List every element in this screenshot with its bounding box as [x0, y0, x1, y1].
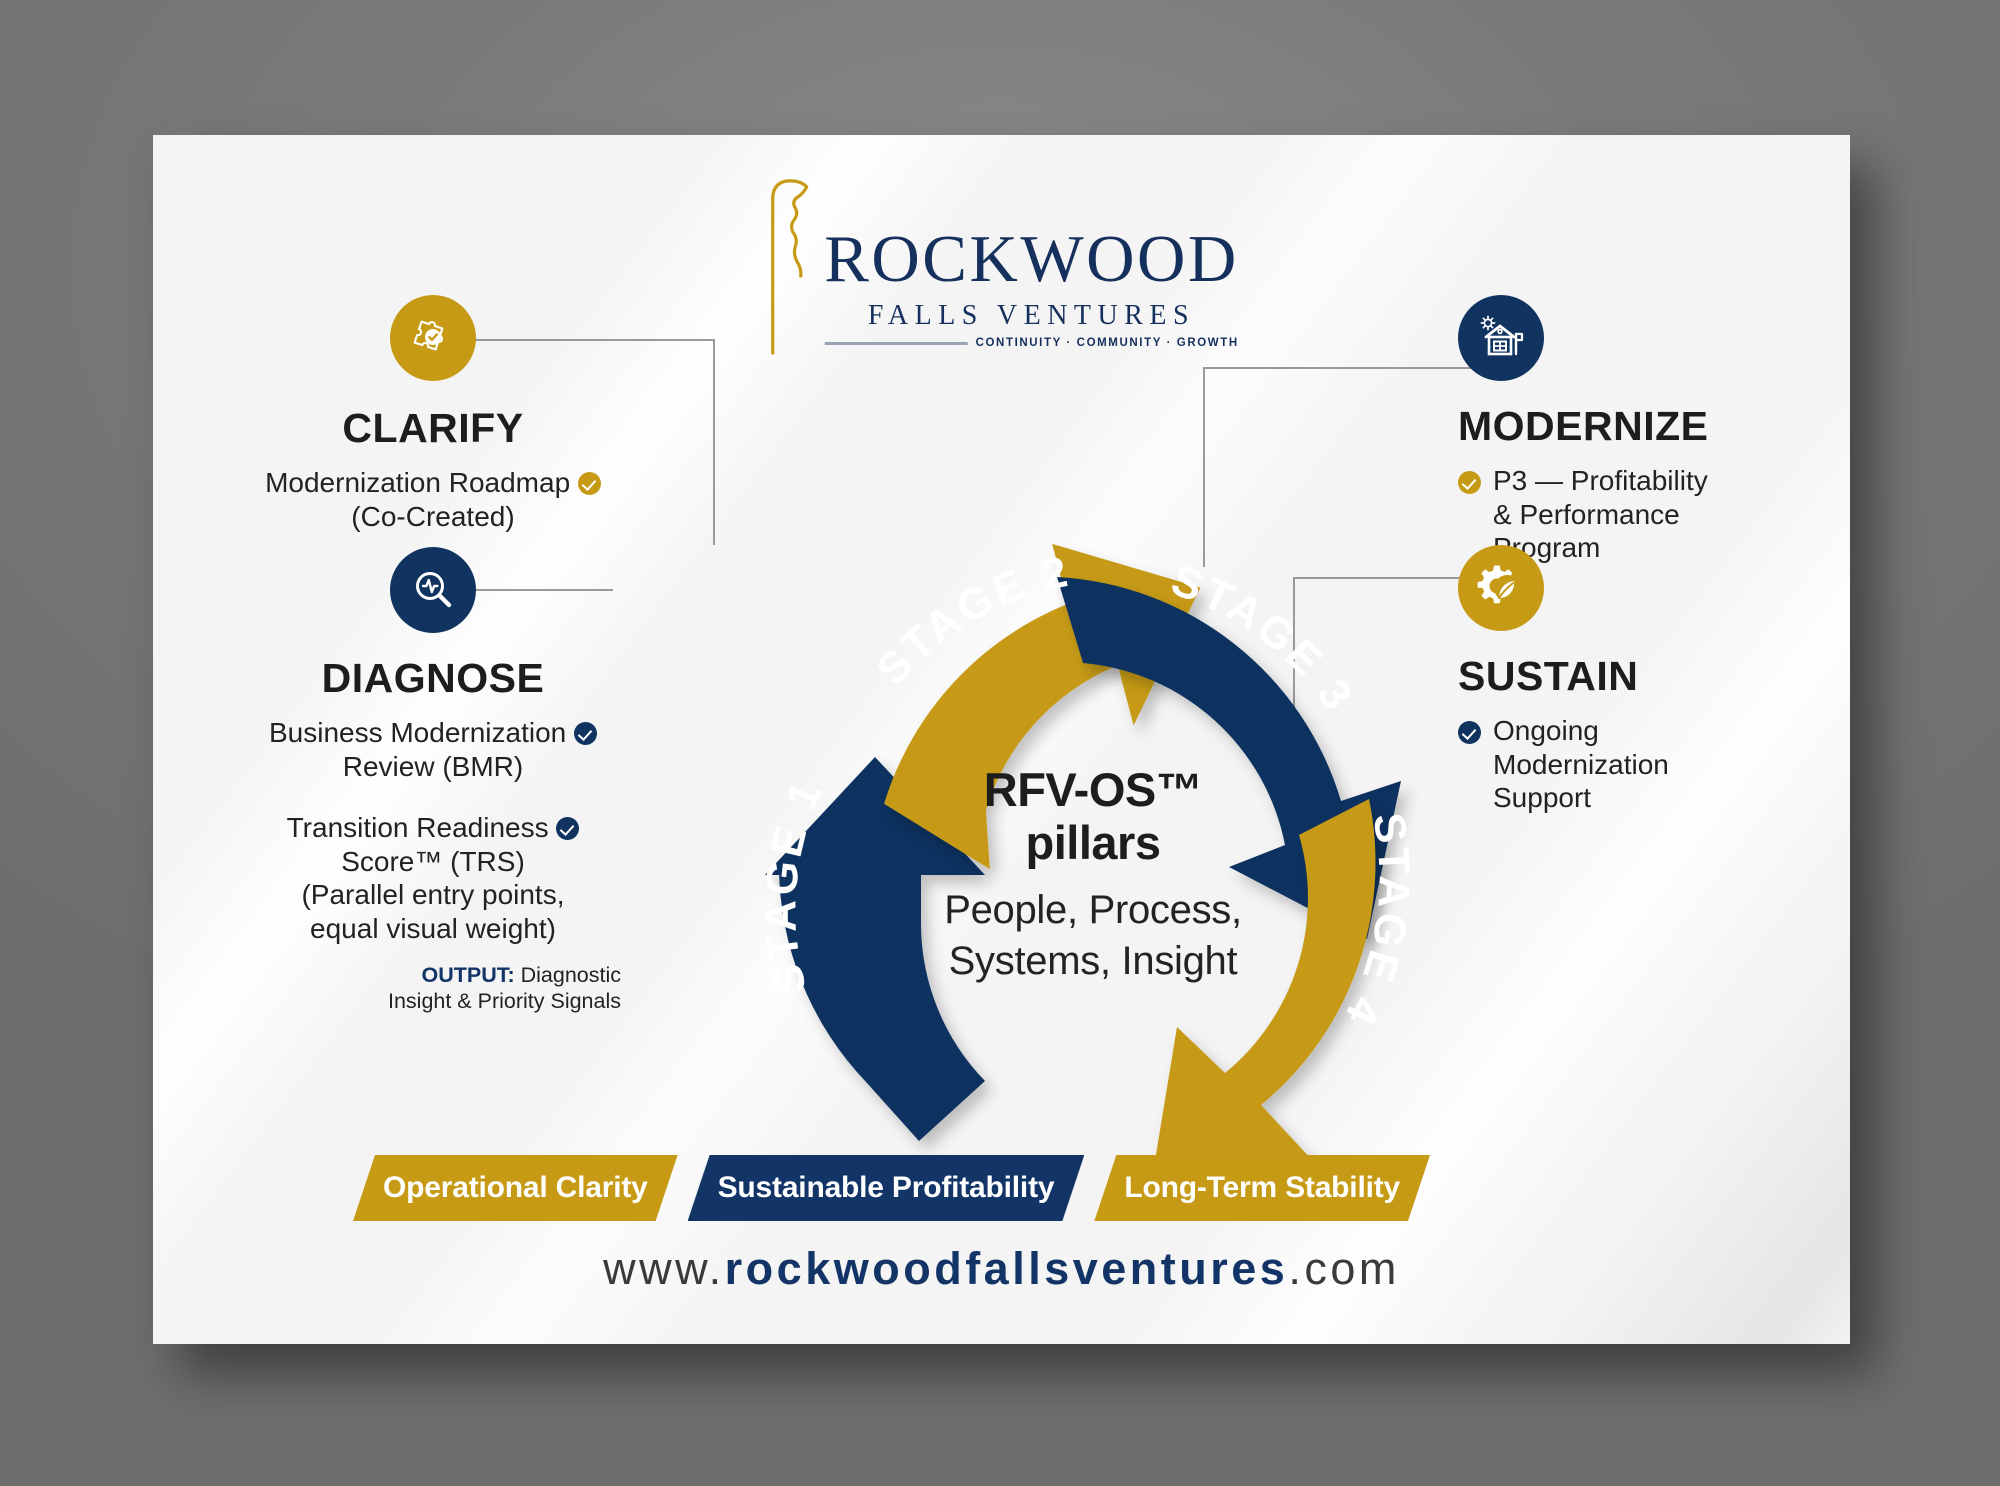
ribbon-long-term-stability[interactable]: Long-Term Stability [1094, 1155, 1430, 1221]
diagnose-output-text2: Insight & Priority Signals [387, 989, 621, 1014]
block-diagnose: DIAGNOSE Business Modernization Review (… [173, 547, 693, 1015]
logo-divider-rule [824, 341, 968, 345]
diagnose-icon-badge [390, 547, 476, 633]
clarify-icon-badge [390, 295, 476, 381]
modernize-icon-badge [1458, 295, 1544, 381]
block-modernize: MODERNIZE P3 — Profitability & Performan… [1458, 295, 1818, 565]
diagnose-output-text1: Diagnostic [514, 962, 621, 987]
diagnose-item2-line3: (Parallel entry points, [301, 879, 565, 911]
ribbon-operational-clarity[interactable]: Operational Clarity [353, 1155, 678, 1221]
url-prefix: www. [603, 1243, 725, 1294]
puzzle-check-icon [413, 320, 444, 351]
sustain-line3: Support [1493, 782, 1592, 814]
diagnose-item1-line2: Review (BMR) [342, 750, 524, 782]
clarify-check-icon [577, 472, 601, 495]
url-suffix: .com [1288, 1243, 1400, 1294]
diagnose-output-label: OUTPUT: [421, 962, 515, 987]
brand-tagline: CONTINUITY · COMMUNITY · GROWTH [975, 337, 1239, 349]
sustain-check-icon [1458, 721, 1481, 744]
brand-subtitle: FALLS VENTURES [867, 300, 1196, 331]
brand-name: ROCKWOOD [824, 222, 1239, 296]
sustain-line2: Modernization [1493, 748, 1669, 780]
infographic-card: ROCKWOOD FALLS VENTURES CONTINUITY · COM… [153, 135, 1850, 1344]
diagnose-item-1: Business Modernization Review (BMR) [173, 716, 693, 783]
clarify-title: CLARIFY [342, 405, 524, 451]
delaware-state-outline-icon [770, 179, 808, 355]
connector-sustain [1293, 577, 1493, 725]
connector-modernize [1203, 367, 1495, 567]
stage-1-arrow [765, 757, 985, 1141]
clarify-detail: Modernization Roadmap (Co-Created) [183, 466, 683, 533]
sustain-icon-badge [1458, 545, 1544, 631]
modernize-line1: P3 — Profitability [1493, 465, 1708, 496]
diagnose-item-2: Transition Readiness Score™ (TRS) (Paral… [173, 811, 693, 945]
diagnose-title: DIAGNOSE [321, 655, 545, 701]
connector-diagnose [429, 589, 613, 591]
modernize-check-icon [1458, 471, 1481, 494]
sustain-detail: Ongoing Modernization Support [1458, 714, 1818, 815]
diagnose-item1-line1: Business Modernization [268, 717, 567, 748]
block-sustain: SUSTAIN Ongoing Modernization Support [1458, 545, 1818, 815]
connector-clarify [429, 339, 715, 545]
modernize-detail: P3 — Profitability & Performance Program [1458, 464, 1818, 565]
house-sun-icon [1480, 315, 1524, 356]
modernization-cycle-diagram: STAGE 1 STAGE 2 STAGE 3 STAGE 4 [723, 505, 1463, 1245]
diagnose-item2-line2: Score™ (TRS) [341, 845, 525, 877]
sustain-line1: Ongoing [1493, 715, 1599, 746]
diagnose-check-2-icon [556, 817, 580, 841]
url-domain: rockwoodfallsventures [724, 1243, 1289, 1294]
sustain-title: SUSTAIN [1458, 653, 1639, 699]
clarify-line1: Modernization Roadmap [265, 467, 571, 498]
modernize-line2: & Performance [1493, 498, 1680, 530]
website-url[interactable]: www.rockwoodfallsventures.com [153, 1243, 1850, 1295]
brand-logo: ROCKWOOD FALLS VENTURES CONTINUITY · COM… [764, 175, 1239, 355]
modernize-title: MODERNIZE [1458, 403, 1709, 449]
clarify-line2: (Co-Created) [351, 500, 515, 532]
diagnose-item2-line4: equal visual weight) [310, 912, 556, 944]
diagnose-item2-line1: Transition Readiness [286, 812, 549, 844]
magnifier-pulse-icon [416, 572, 452, 608]
block-clarify: CLARIFY Modernization Roadmap (Co-Create… [183, 295, 683, 533]
outcome-ribbons: Operational Clarity Sustainable Profitab… [353, 1155, 1653, 1221]
diagnose-output-note: OUTPUT: Diagnostic Insight & Priority Si… [173, 962, 693, 1015]
gear-leaf-icon [1477, 565, 1520, 604]
stage-4-arrow [1151, 799, 1376, 1185]
ribbon-sustainable-profitability[interactable]: Sustainable Profitability [688, 1155, 1085, 1221]
diagnose-check-1-icon [574, 722, 598, 745]
